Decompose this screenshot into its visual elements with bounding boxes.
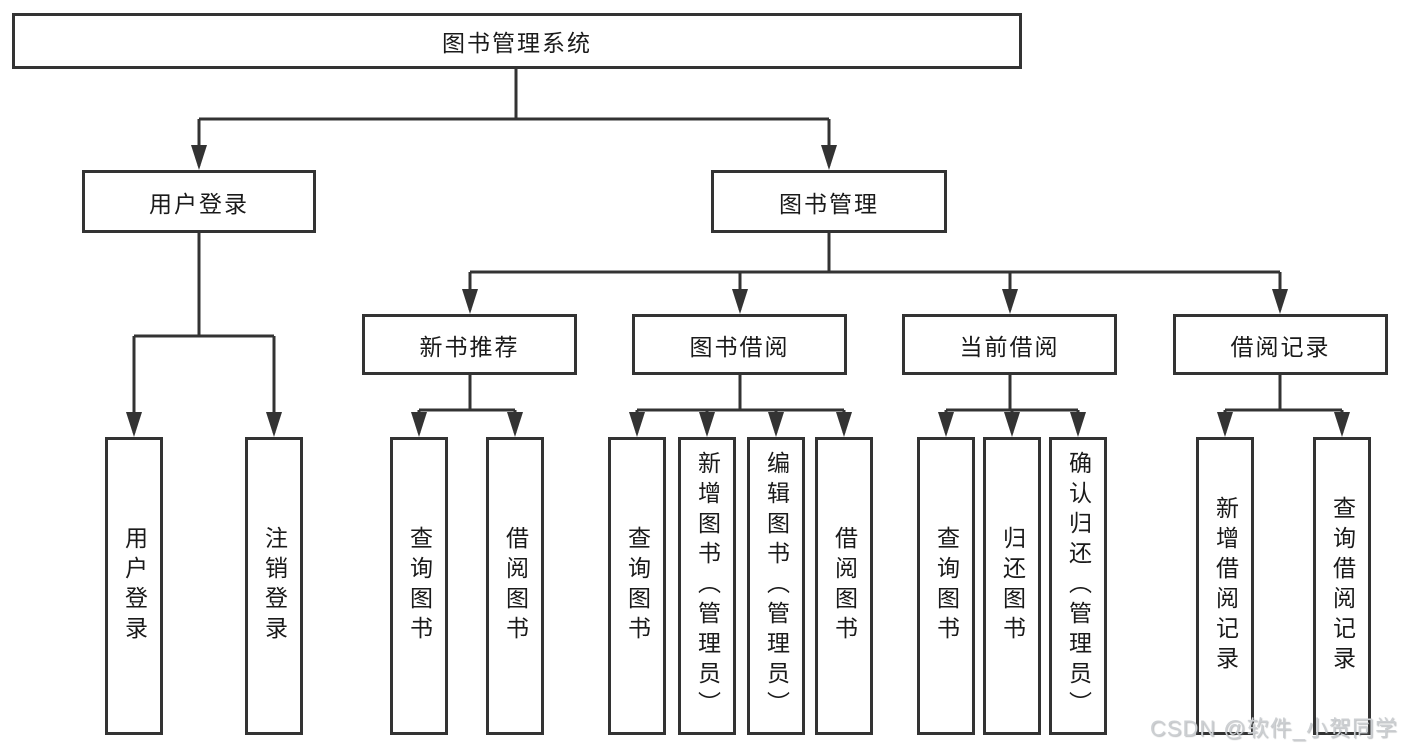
node-new-book-recommend: 新书推荐 — [362, 314, 577, 375]
leaf-label: 查询图书 — [406, 526, 433, 646]
leaf-label: 新增图书（管理员） — [694, 451, 721, 721]
node-user-login: 用户登录 — [82, 170, 316, 233]
node-label: 图书管理系统 — [442, 30, 592, 56]
leaf-user-login: 用户登录 — [105, 437, 163, 735]
leaf-add-borrow-record: 新增借阅记录 — [1196, 437, 1254, 735]
node-label: 当前借阅 — [959, 333, 1060, 360]
leaf-logout: 注销登录 — [245, 437, 303, 735]
leaf-label: 注销登录 — [261, 526, 288, 646]
node-borrow-records: 借阅记录 — [1173, 314, 1388, 375]
node-library-system: 图书管理系统 — [12, 13, 1022, 69]
node-book-management: 图书管理 — [711, 170, 947, 233]
leaf-confirm-return-admin: 确认归还（管理员） — [1049, 437, 1107, 735]
leaf-label: 查询图书 — [624, 526, 651, 646]
leaf-query-borrow-record: 查询借阅记录 — [1313, 437, 1371, 735]
leaf-borrow-books: 借阅图书 — [486, 437, 544, 735]
node-label: 图书管理 — [779, 190, 879, 217]
leaf-label: 确认归还（管理员） — [1065, 451, 1092, 721]
node-label: 图书借阅 — [689, 333, 790, 360]
leaf-label: 归还图书 — [999, 526, 1026, 646]
leaf-label: 查询图书 — [933, 526, 960, 646]
leaf-query-books: 查询图书 — [917, 437, 975, 735]
node-book-borrow: 图书借阅 — [632, 314, 847, 375]
node-label: 借阅记录 — [1230, 333, 1331, 360]
node-label: 新书推荐 — [419, 333, 520, 360]
node-label: 用户登录 — [149, 190, 249, 217]
leaf-label: 新增借阅记录 — [1212, 496, 1239, 676]
leaf-query-books: 查询图书 — [390, 437, 448, 735]
leaf-borrow-books: 借阅图书 — [815, 437, 873, 735]
leaf-add-books-admin: 新增图书（管理员） — [678, 437, 736, 735]
leaf-label: 编辑图书（管理员） — [763, 451, 790, 721]
leaf-label: 查询借阅记录 — [1329, 496, 1356, 676]
leaf-query-books: 查询图书 — [608, 437, 666, 735]
leaf-label: 借阅图书 — [502, 526, 529, 646]
leaf-return-books: 归还图书 — [983, 437, 1041, 735]
leaf-edit-books-admin: 编辑图书（管理员） — [747, 437, 805, 735]
leaf-label: 用户登录 — [121, 526, 148, 646]
node-current-borrow: 当前借阅 — [902, 314, 1117, 375]
csdn-watermark: CSDN @软件_小贺同学 — [1149, 716, 1398, 741]
leaf-label: 借阅图书 — [831, 526, 858, 646]
